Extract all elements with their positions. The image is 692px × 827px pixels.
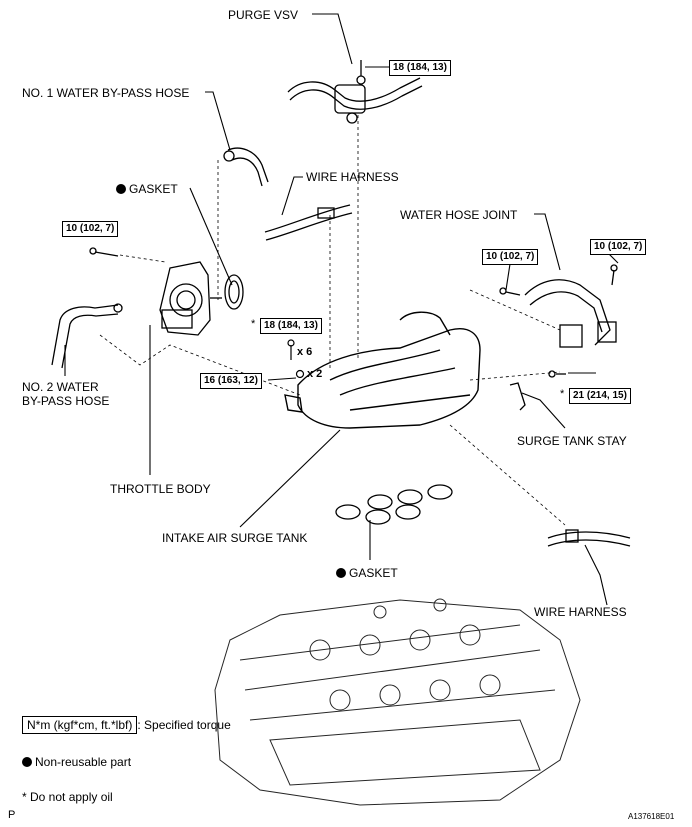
label-gasket-top: GASKET bbox=[116, 182, 178, 196]
torque-nut-x2: 16 (163, 12) bbox=[200, 373, 262, 389]
leader-torque-joint-left bbox=[505, 263, 511, 291]
surge-tank-stay-part bbox=[509, 370, 566, 411]
label-water-bypass-1: NO. 1 WATER BY-PASS HOSE bbox=[22, 86, 190, 100]
non-reusable-dot-icon bbox=[116, 184, 126, 194]
nut-x2 bbox=[295, 369, 305, 379]
label-intake-surge-tank: INTAKE AIR SURGE TANK bbox=[162, 531, 308, 545]
torque-bolt-x6: 18 (184, 13) bbox=[260, 318, 322, 334]
purge-vsv-part bbox=[287, 60, 423, 124]
label-wire-harness-bottom: WIRE HARNESS bbox=[534, 605, 627, 619]
water-bypass-hose-2 bbox=[51, 303, 123, 369]
multiplier-x6: x 6 bbox=[297, 346, 313, 358]
leader-water-bypass-1 bbox=[205, 91, 231, 151]
torque-joint-right: 10 (102, 7) bbox=[590, 239, 647, 255]
engine-block bbox=[214, 598, 581, 806]
legend-torque: N*m (kgf*cm, ft.*lbf): Specified torque bbox=[22, 716, 231, 734]
leader-water-hose-joint bbox=[534, 213, 561, 271]
footer-left: P bbox=[8, 809, 16, 821]
leader-intake-surge-tank bbox=[239, 429, 341, 528]
no-oil-star: * bbox=[560, 388, 565, 400]
leader-gasket-top bbox=[189, 187, 233, 286]
bolt-x6 bbox=[287, 339, 295, 360]
multiplier-x2: x 2 bbox=[307, 368, 323, 380]
torque-joint-left: 10 (102, 7) bbox=[482, 249, 539, 265]
non-reusable-dot-icon bbox=[22, 757, 32, 767]
leader-torque-nut2 bbox=[267, 377, 297, 381]
torque-surge-tank-stay: 21 (214, 15) bbox=[569, 388, 631, 404]
throttle-body-part bbox=[89, 247, 222, 336]
intake-surge-tank-part bbox=[284, 311, 481, 429]
label-throttle-body: THROTTLE BODY bbox=[110, 482, 211, 496]
torque-purge-vsv: 18 (184, 13) bbox=[389, 60, 451, 76]
no-oil-star: * bbox=[251, 318, 256, 330]
leader-surge-tank-stay bbox=[521, 392, 566, 429]
gasket-throttle bbox=[224, 274, 244, 310]
label-wire-harness-top: WIRE HARNESS bbox=[306, 170, 399, 184]
label-water-bypass-2: NO. 2 WATER BY-PASS HOSE bbox=[22, 380, 110, 408]
wire-harness-top-part bbox=[264, 204, 353, 241]
water-bypass-hose-1 bbox=[223, 147, 269, 187]
legend-non-reusable: Non-reusable part bbox=[22, 755, 131, 769]
non-reusable-dot-icon bbox=[336, 568, 346, 578]
torque-throttle-body: 10 (102, 7) bbox=[62, 221, 119, 237]
legend-torque-box: N*m (kgf*cm, ft.*lbf) bbox=[22, 716, 138, 734]
label-gasket-bottom: GASKET bbox=[336, 566, 398, 580]
gasket-intake bbox=[335, 484, 453, 525]
label-purge-vsv: PURGE VSV bbox=[228, 8, 299, 22]
footer-figure-id: A137618E01 bbox=[628, 812, 675, 821]
water-hose-joint-part bbox=[499, 264, 618, 348]
leader-wire-harness-bottom bbox=[584, 544, 608, 606]
wire-harness-bottom-part bbox=[547, 529, 631, 547]
legend-no-oil: * Do not apply oil bbox=[22, 790, 113, 804]
label-water-hose-joint: WATER HOSE JOINT bbox=[400, 208, 518, 222]
leader-wire-harness-top bbox=[281, 176, 303, 216]
label-surge-tank-stay: SURGE TANK STAY bbox=[517, 434, 627, 448]
legend-torque-text: : Specified torque bbox=[137, 718, 231, 732]
leader-purge-vsv bbox=[312, 13, 353, 65]
